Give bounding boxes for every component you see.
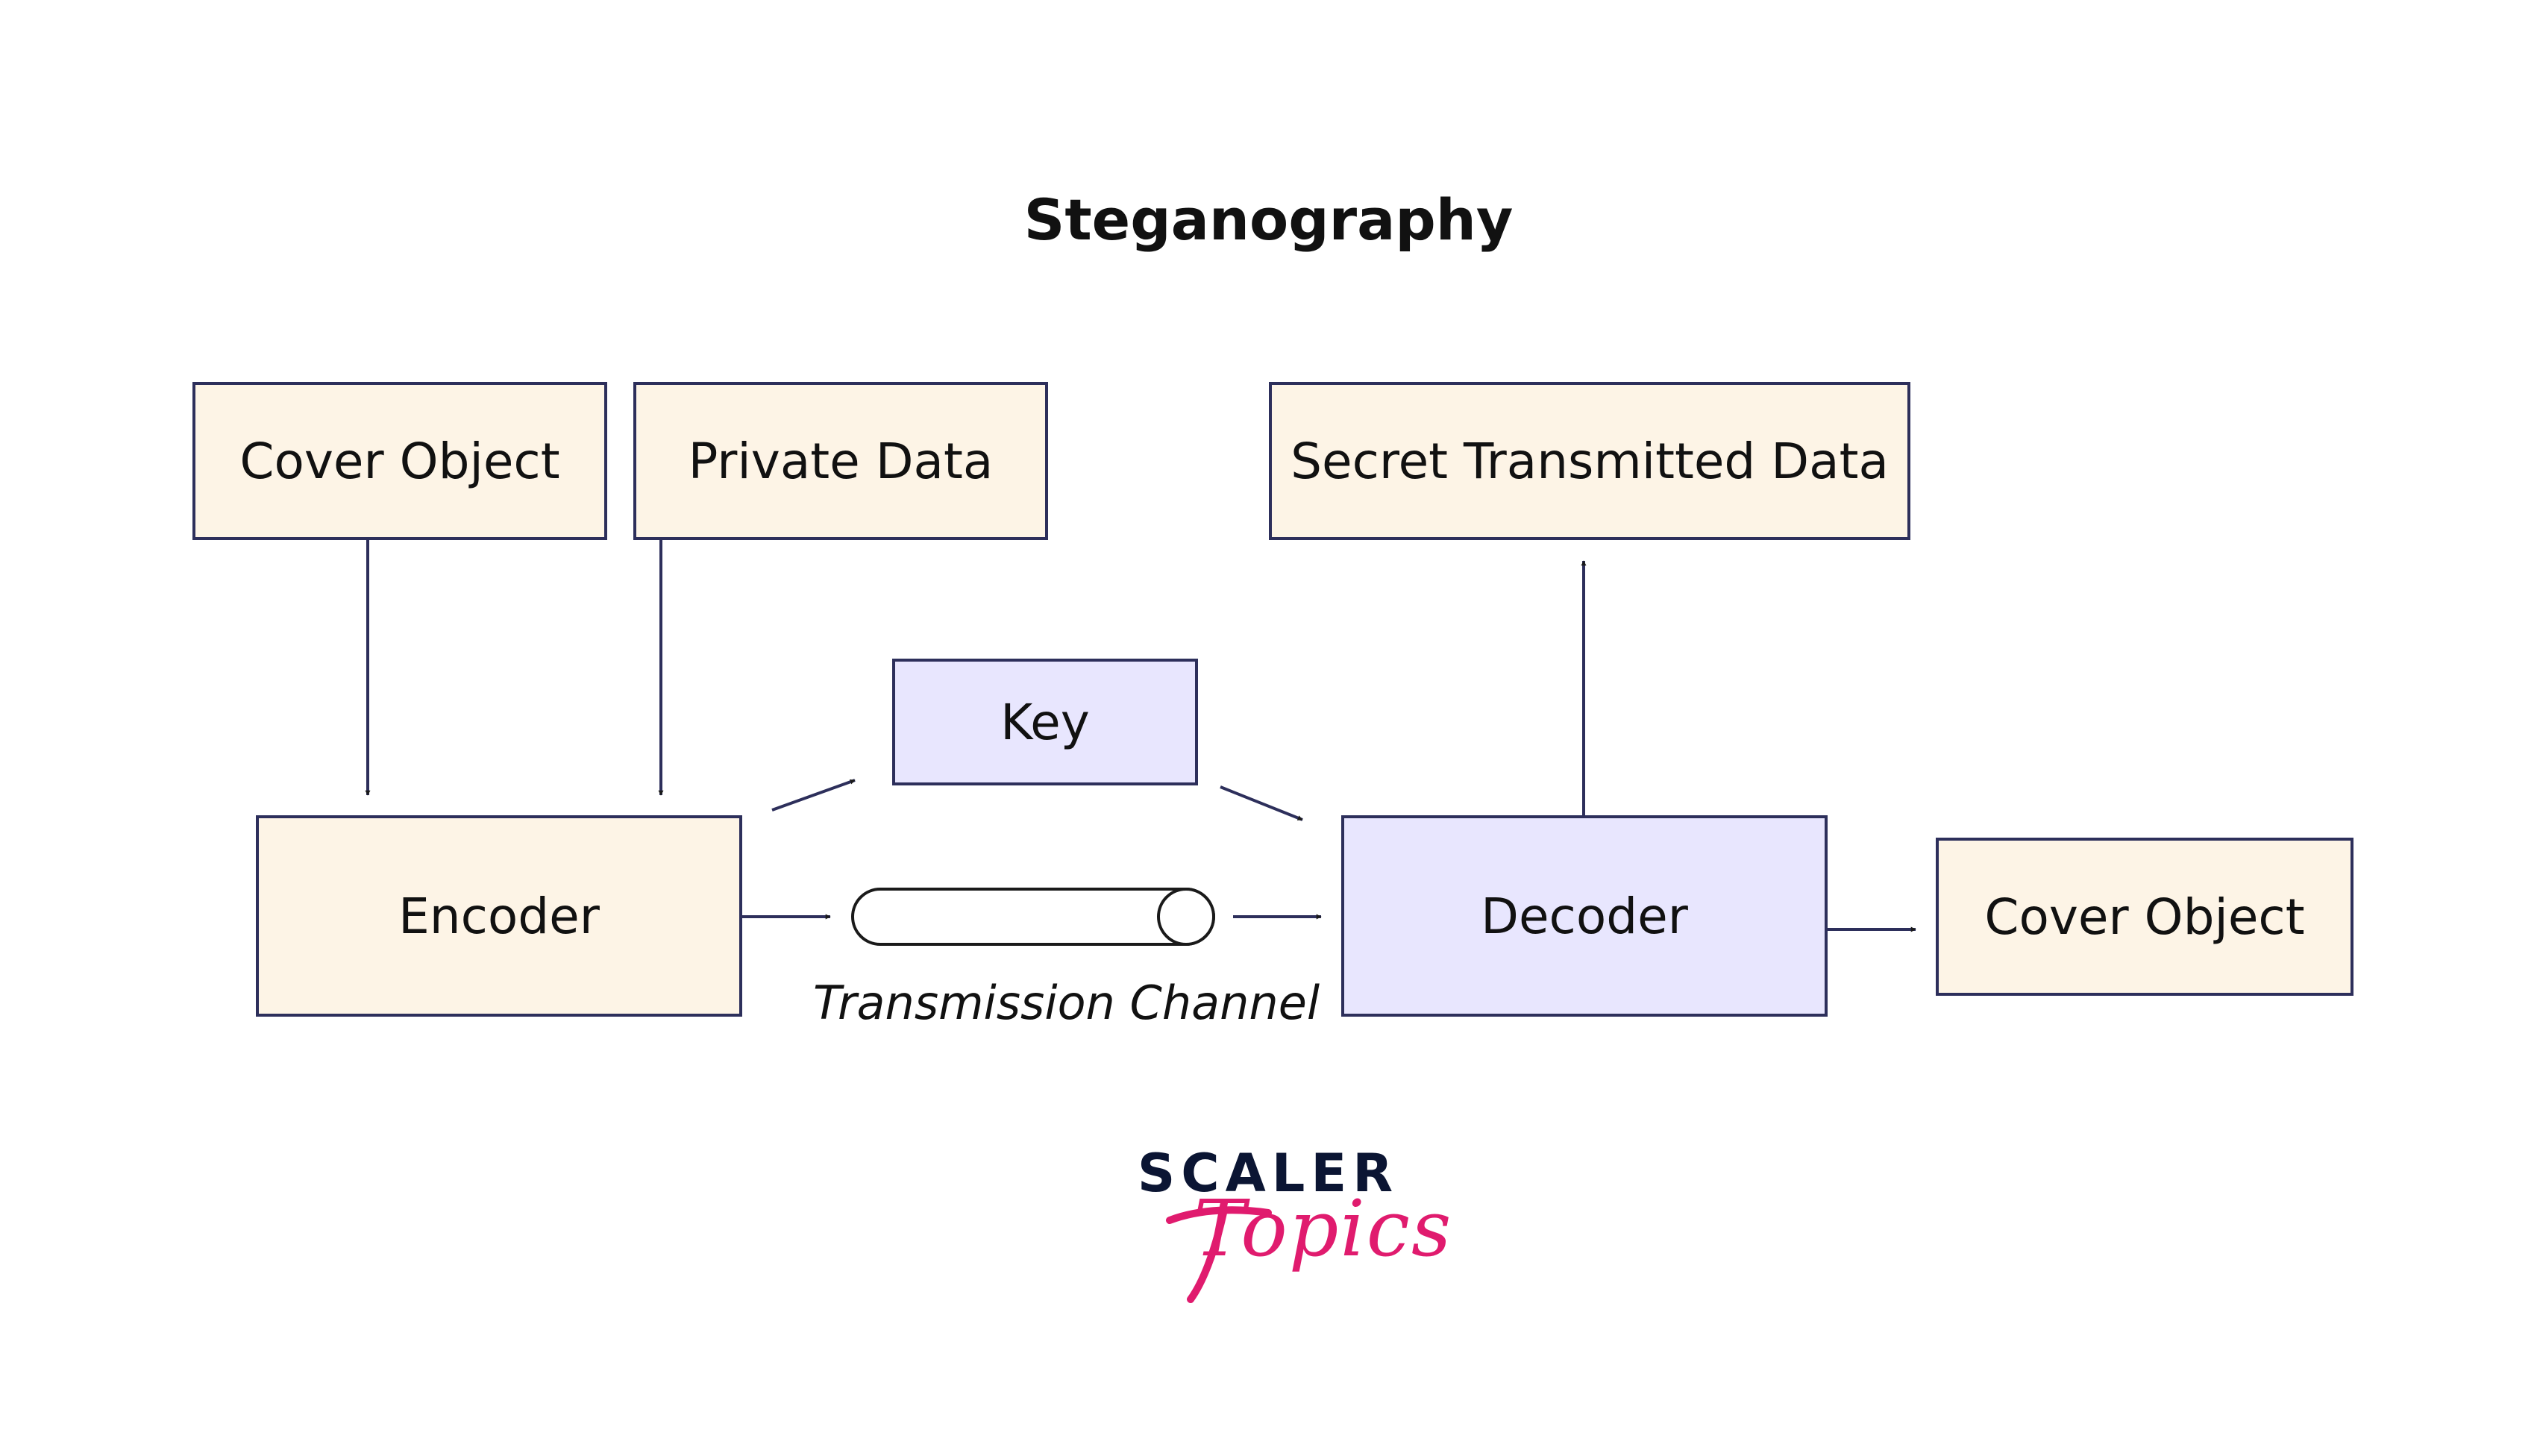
scaler-logo-text: SCALER (1137, 1143, 1399, 1204)
private-data-box: Private Data (633, 382, 1048, 540)
encoder-to-key-arrow (771, 779, 856, 812)
private-data-label: Private Data (688, 432, 994, 490)
cover-object-input-label: Cover Object (239, 432, 560, 490)
decoder-box: Decoder (1341, 815, 1828, 1017)
secret-transmitted-data-box: Secret Transmitted Data (1269, 382, 1910, 540)
topics-logo-text: Topics (1194, 1183, 1453, 1274)
decoder-label: Decoder (1481, 887, 1688, 945)
transmission-channel-label: Transmission Channel (813, 976, 1320, 1030)
secret-transmitted-data-label: Secret Transmitted Data (1291, 432, 1889, 490)
key-label: Key (1000, 693, 1090, 751)
scaler-topics-logo-mark (1166, 1206, 1272, 1303)
cover-object-input-box: Cover Object (192, 382, 607, 540)
encoder-label: Encoder (398, 887, 600, 945)
encoder-box: Encoder (256, 815, 742, 1017)
key-box: Key (892, 659, 1198, 785)
key-to-decoder-arrow (1220, 785, 1303, 821)
cover-object-output-box: Cover Object (1936, 838, 2353, 996)
transmission-channel-pipe (851, 888, 1215, 946)
diagram-title: Steganography (1023, 186, 1514, 253)
cover-object-output-label: Cover Object (1984, 888, 2305, 946)
